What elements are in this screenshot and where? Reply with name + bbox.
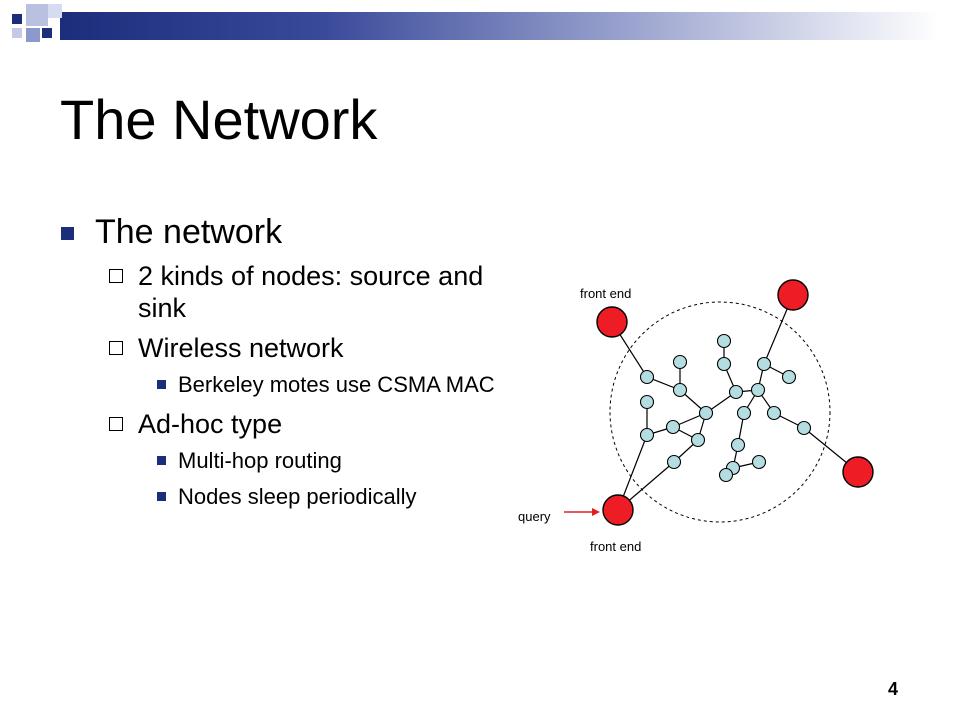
sensor-node (639, 427, 655, 443)
sensor-node (690, 432, 706, 448)
sensor-node (672, 354, 688, 370)
query-arrow (564, 508, 600, 516)
sensor-node (781, 369, 797, 385)
hollow-square-bullet-icon (109, 417, 123, 431)
bullet-level2: 2 kinds of nodes: source and sink (60, 260, 500, 324)
sensor-node (639, 394, 655, 410)
bullet-level2: Wireless network (60, 332, 500, 364)
sensor-node (672, 382, 688, 398)
bullet-list: The network 2 kinds of nodes: source and… (60, 210, 500, 520)
bullet-text: Wireless network (138, 333, 344, 363)
bullet-text: Ad-hoc type (138, 409, 283, 439)
sink-node (842, 456, 874, 488)
bullet-level1: The network (60, 210, 500, 254)
hollow-square-bullet-icon (109, 269, 123, 283)
bullet-text: 2 kinds of nodes: source and sink (138, 261, 484, 323)
bullet-text: Berkeley motes use CSMA MAC (178, 372, 495, 397)
sensor-node (639, 369, 655, 385)
network-diagram: front end front end query (518, 279, 874, 554)
sensor-node (766, 405, 782, 421)
sensor-node (718, 467, 734, 483)
bullet-text: Nodes sleep periodically (178, 484, 417, 509)
bullet-text: The network (95, 213, 283, 251)
sensor-node (736, 405, 752, 421)
sensor-node (750, 382, 766, 398)
hollow-square-bullet-icon (109, 341, 123, 355)
query-label: query (518, 509, 551, 524)
sink-node (777, 279, 809, 311)
sensor-node (665, 419, 681, 435)
sensor-node (716, 333, 732, 349)
square-bullet-icon (157, 456, 166, 465)
square-bullet-icon (157, 380, 166, 389)
header-gradient-band (60, 12, 940, 40)
square-bullet-icon (61, 227, 74, 240)
corner-decoration (0, 0, 80, 60)
bullet-level3: Multi-hop routing (60, 448, 500, 474)
bullet-level2: Ad-hoc type (60, 408, 500, 440)
sensor-node (796, 420, 812, 436)
sensor-node (756, 356, 772, 372)
front-end-top-label: front end (580, 286, 631, 301)
bullet-text: Multi-hop routing (178, 448, 342, 473)
network-boundary (609, 301, 831, 523)
square-bullet-icon (157, 492, 166, 501)
slide-title: The Network (60, 88, 378, 151)
sensor-node (751, 454, 767, 470)
sensor-node (716, 356, 732, 372)
slide-number: 4 (888, 679, 899, 699)
sink-node (602, 494, 634, 526)
front-end-bottom-label: front end (590, 539, 641, 554)
bullet-level3: Berkeley motes use CSMA MAC (60, 372, 500, 398)
bullet-level3: Nodes sleep periodically (60, 484, 500, 510)
sensor-node (698, 405, 714, 421)
sensor-node (666, 454, 682, 470)
sink-node (596, 306, 628, 338)
sensor-node (730, 437, 746, 453)
sensor-node (728, 384, 744, 400)
